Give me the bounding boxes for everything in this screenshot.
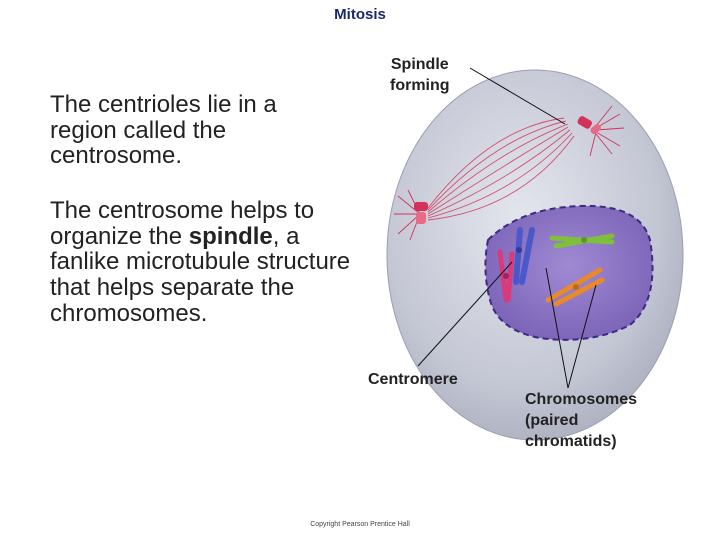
chromosome-orange [545,267,605,307]
centrosome-text-before: The centrosome helps to organize the [50,197,315,250]
pointer-chromosome-a [545,267,569,389]
label-chromosomes-line2: (paired [525,411,579,429]
chromosome-green [549,233,615,249]
label-spindle-forming: Spindle forming [390,55,450,97]
label-spindle-line1: Spindle [390,56,449,73]
centriole-lower [414,202,428,224]
pointer-centromere [417,261,513,367]
copyright: Copyright Pearson Prentice Hall [310,521,410,528]
page-title: Mitosis [334,6,386,23]
chromosome-blue [513,227,535,285]
pointer-chromosome-b [567,284,597,389]
pointer-spindle [469,67,566,125]
centrosome-text-after: , a fanlike microtubule structure that h… [50,222,351,327]
spindle-term: spindle [188,222,273,250]
aster-upper [589,105,625,157]
centrosome-text: The centrosome helps to organize the spi… [50,198,370,326]
label-chromosomes-line3: chromatids) [525,432,617,450]
label-spindle-line2: forming [390,76,450,94]
centrioles-text: The centrioles lie in a region called th… [50,91,277,170]
label-chromosomes-line1: Chromosomes [525,391,638,408]
chromosome-pink [497,249,515,303]
label-chromosomes: Chromosomes (paired chromatids) [525,390,637,452]
label-centromere: Centromere [368,371,458,388]
centriole-upper [577,116,601,135]
spindle-fibers [427,117,575,221]
